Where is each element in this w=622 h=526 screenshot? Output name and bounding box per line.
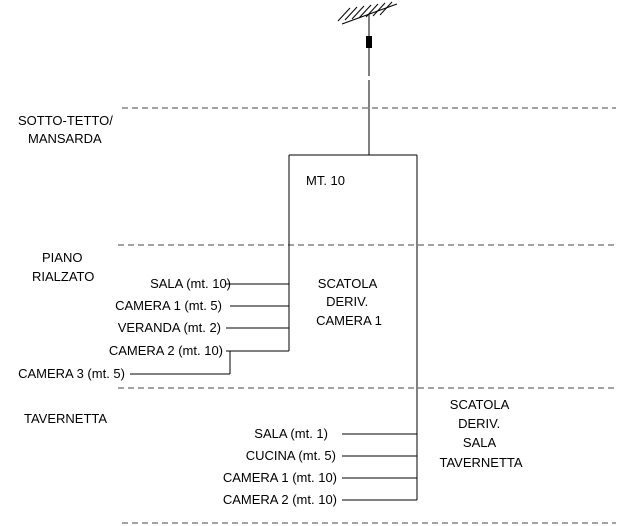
junction-box-label-tavern: SCATOLA DERIV. SALA TAVERNETTA bbox=[439, 397, 522, 470]
outlet-label: SALA (mt. 1) bbox=[254, 426, 328, 441]
raised-outlet-lines bbox=[130, 283, 289, 375]
junction-box-label-camera1: SCATOLA DERIV. CAMERA 1 bbox=[316, 276, 382, 328]
antenna-icon bbox=[337, 1, 398, 76]
tavern-outlet-labels: SALA (mt. 1) CUCINA (mt. 5) CAMERA 1 (mt… bbox=[223, 426, 337, 507]
floor-label-attic: SOTTO-TETTO/ MANSARDA bbox=[18, 113, 116, 146]
floor-label-tavern: TAVERNETTA bbox=[24, 411, 107, 426]
raised-outlet-labels: SALA (mt. 10) CAMERA 1 (mt. 5) VERANDA (… bbox=[18, 276, 231, 381]
outlet-label: VERANDA (mt. 2) bbox=[118, 320, 221, 335]
outlet-label: CAMERA 2 (mt. 10) bbox=[109, 343, 223, 358]
tavern-outlet-lines bbox=[342, 433, 417, 501]
outlet-label: CAMERA 3 (mt. 5) bbox=[18, 366, 125, 381]
floor-label-raised: PIANO RIALZATO bbox=[32, 250, 94, 284]
outlet-label: SALA (mt. 10) bbox=[150, 276, 231, 291]
outlet-label: CAMERA 1 (mt. 10) bbox=[223, 470, 337, 485]
main-cable-frame bbox=[288, 154, 418, 500]
outlet-label: CAMERA 2 (mt. 10) bbox=[223, 492, 337, 507]
cable-length-label: MT. 10 bbox=[306, 173, 345, 188]
outlet-label: CUCINA (mt. 5) bbox=[246, 448, 336, 463]
outlet-label: CAMERA 1 (mt. 5) bbox=[115, 298, 222, 313]
